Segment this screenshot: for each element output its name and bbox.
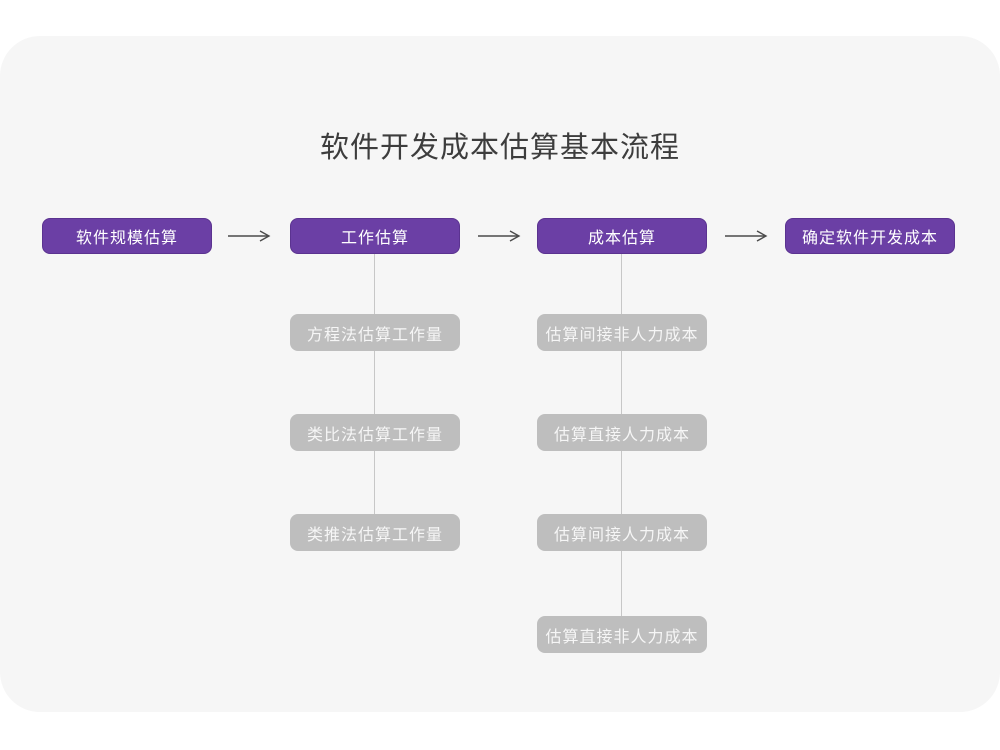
flowchart-canvas: 软件开发成本估算基本流程 软件规模估算 工作估算 成本估算 确定软件开发成本 方…: [0, 36, 1000, 712]
stage-label: 工作估算: [340, 230, 409, 247]
stage-software-scale-estimation: 软件规模估算: [42, 218, 212, 254]
stage-cost-estimation: 成本估算: [537, 218, 707, 254]
substep-direct-labor-cost: 估算直接人力成本: [537, 414, 707, 451]
right-arrow-icon: [228, 230, 271, 242]
right-arrow-icon: [478, 230, 521, 242]
stage-label: 确定软件开发成本: [801, 230, 938, 247]
right-arrow-icon: [725, 230, 768, 242]
connector-work-estimation-column: [374, 254, 375, 533]
page-title: 软件开发成本估算基本流程: [319, 132, 680, 164]
substep-direct-nonlabor-cost: 估算直接非人力成本: [537, 616, 707, 653]
substep-indirect-labor-cost: 估算间接人力成本: [537, 514, 707, 551]
stage-work-estimation: 工作估算: [290, 218, 460, 254]
substep-extrapolation-method-effort: 类推法估算工作量: [290, 514, 460, 551]
substep-equation-method-effort: 方程法估算工作量: [290, 314, 460, 351]
stage-label: 成本估算: [587, 230, 656, 247]
substep-analogy-method-effort: 类比法估算工作量: [290, 414, 460, 451]
substep-indirect-nonlabor-cost: 估算间接非人力成本: [537, 314, 707, 351]
stage-label: 软件规模估算: [75, 230, 178, 247]
stage-determine-development-cost: 确定软件开发成本: [785, 218, 955, 254]
